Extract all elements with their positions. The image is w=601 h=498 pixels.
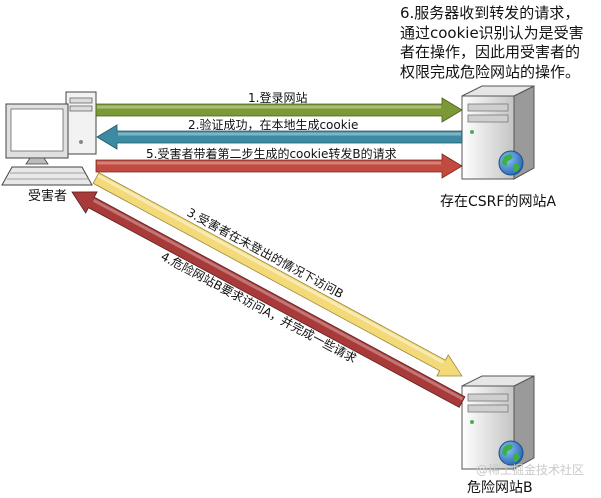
step-6-note: 6.服务器收到转发的请求， 通过cookie识别认为是受害 者在操作，因此用受害… — [400, 4, 599, 82]
arrow-step-5-label: 5.受害者带着第二步生成的cookie转发B的请求 — [146, 146, 397, 161]
arrow-step-5-highlight — [97, 161, 441, 165]
arrow-step-5-shape — [95, 153, 463, 179]
server-drive-bay — [467, 114, 509, 123]
arrow-step-2-label: 2.验证成功，在本地生成cookie — [188, 117, 358, 132]
arrow-step-3-shape — [92, 172, 463, 377]
computer-tower-bay — [69, 105, 93, 112]
globe-land — [513, 453, 520, 462]
computer-keyboard — [1, 166, 93, 186]
globe-land — [502, 154, 513, 166]
watermark: @稀土掘金技术社区 — [476, 462, 584, 477]
arrow-step-1-shape — [95, 97, 463, 123]
server-drive-bay — [467, 103, 509, 112]
arrow-step-1-label: 1.登录网站 — [248, 90, 307, 105]
arrow-step-1: 1.登录网站 — [95, 90, 463, 123]
step-6-note-line: 通过cookie识别认为是受害 — [400, 23, 584, 42]
arrow-step-4 — [71, 191, 466, 408]
arrow-step-1-highlight — [97, 105, 441, 109]
server-b-icon — [461, 375, 535, 470]
computer-power-light — [79, 140, 83, 144]
server-drive-bay — [467, 404, 509, 413]
step-6-note-line: 权限完成危险网站的操作。 — [400, 62, 581, 81]
globe-land — [513, 163, 520, 172]
globe-icon — [498, 440, 524, 466]
computer-tower-bay — [69, 97, 93, 104]
computer-icon — [1, 91, 97, 186]
site-b-label: 危险网站B — [467, 480, 533, 496]
server-a-icon — [461, 85, 535, 180]
globe-icon — [498, 150, 524, 176]
computer-stand — [25, 157, 49, 165]
arrow-step-3 — [92, 172, 463, 377]
server-status-light — [470, 130, 474, 134]
arrow-step-4-highlight — [92, 198, 464, 401]
arrow-step-2-shape — [96, 124, 463, 150]
victim-label: 受害者 — [28, 188, 67, 204]
globe-land — [502, 444, 513, 456]
arrow-step-2-highlight — [118, 132, 461, 136]
computer-screen — [10, 108, 64, 152]
server-drive-bay — [467, 393, 509, 402]
site-a-label: 存在CSRF的网站A — [440, 194, 556, 210]
server-status-light — [470, 420, 474, 424]
step-6-note-line: 6.服务器收到转发的请求， — [400, 4, 580, 22]
arrow-step-2: 2.验证成功，在本地生成cookie — [96, 117, 463, 150]
step-6-note-line: 者在操作，因此用受害者的 — [400, 43, 581, 61]
arrow-step-4-shape — [71, 191, 466, 408]
arrow-step-5: 5.受害者带着第二步生成的cookie转发B的请求 — [95, 146, 463, 179]
arrow-step-3-highlight — [97, 174, 444, 364]
